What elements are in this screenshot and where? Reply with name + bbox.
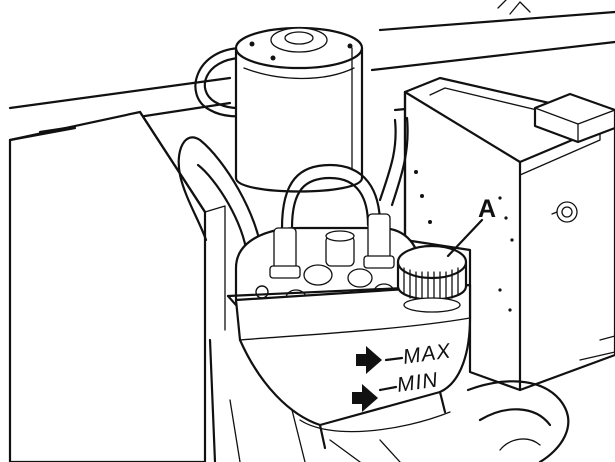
filler-cap bbox=[396, 244, 468, 313]
callout-label-a: A bbox=[478, 195, 496, 223]
right-cabinet bbox=[403, 76, 615, 392]
min-label: MIN bbox=[395, 368, 439, 397]
min-arrow-icon bbox=[352, 384, 378, 412]
min-level-marker: MIN bbox=[352, 368, 440, 412]
max-arrow-icon bbox=[356, 346, 382, 374]
left-housing bbox=[8, 110, 226, 462]
callout-leader bbox=[446, 218, 484, 258]
reservoir-tank bbox=[226, 283, 472, 462]
pump-motor bbox=[234, 26, 364, 193]
lower-frame bbox=[208, 338, 401, 462]
